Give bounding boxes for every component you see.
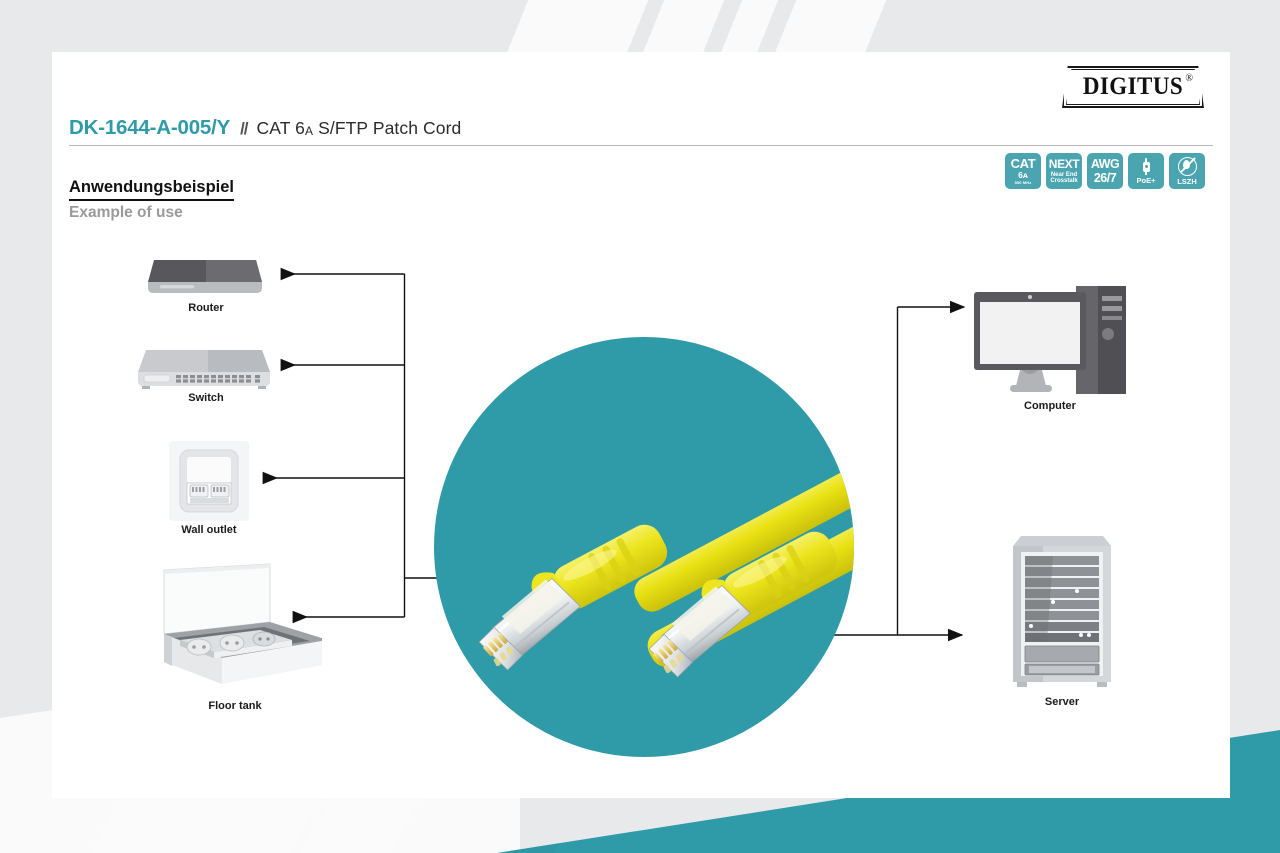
awg-badge: AWG 26/7 [1087, 153, 1123, 189]
digitus-logo: DIGITUS ® [1062, 66, 1204, 108]
wall-outlet-label: Wall outlet [181, 524, 237, 536]
switch-label: Switch [188, 392, 224, 404]
product-description: CAT 6A S/FTP Patch Cord [257, 118, 462, 139]
awg-badge-line2: 26/7 [1093, 170, 1117, 185]
product-description-subscript: A [305, 124, 314, 138]
cat-badge-line2: 6ᴀ [1018, 170, 1028, 180]
cat-badge: CAT 6ᴀ 500 MHz [1005, 153, 1041, 189]
title-divider [69, 145, 1213, 146]
wall-outlet-icon [169, 441, 249, 521]
product-description-post: S/FTP Patch Cord [313, 118, 462, 138]
content-card: DIGITUS ® DK-1644-A-005/Y // CAT 6A S/FT… [52, 52, 1230, 798]
patch-cord-illustration [478, 435, 854, 678]
floor-tank-label: Floor tank [208, 700, 262, 712]
product-description-pre: CAT 6 [256, 118, 306, 138]
computer-icon [974, 286, 1126, 394]
router-label: Router [188, 302, 224, 314]
poe-badge-label: PoE+ [1136, 175, 1156, 185]
poe-badge: PoE+ [1128, 153, 1164, 189]
section-heading-en: Example of use [69, 204, 183, 221]
awg-badge-line1: AWG [1090, 157, 1120, 171]
no-flame-icon [1177, 156, 1197, 176]
lszh-badge-label: LSZH [1177, 176, 1197, 186]
section-heading-de: Anwendungsbeispiel [69, 178, 235, 201]
next-badge: NEXT Near End Crosstalk [1046, 153, 1082, 189]
cat-badge-line3: 500 MHz [1014, 180, 1032, 185]
next-badge-line1: NEXT [1048, 156, 1080, 171]
logo-registered-mark: ® [1185, 73, 1193, 84]
product-sku: DK-1644-A-005/Y [69, 116, 231, 139]
computer-label: Computer [1024, 400, 1076, 412]
cat-badge-line1: CAT [1010, 156, 1036, 171]
title-separator: // [240, 119, 249, 138]
lszh-badge: LSZH [1169, 153, 1205, 189]
router-icon [148, 260, 262, 293]
floor-tank-icon [163, 563, 322, 684]
next-badge-line3: Crosstalk [1050, 178, 1078, 185]
next-badge-line2: Near End [1050, 171, 1078, 178]
plug-icon [1141, 157, 1152, 175]
server-icon [1013, 536, 1111, 687]
logo-wordmark: DIGITUS [1082, 73, 1184, 100]
switch-icon [138, 350, 270, 389]
feature-badge-group: CAT 6ᴀ 500 MHz NEXT Near End Crosstalk A… [1005, 153, 1205, 189]
application-diagram: Router [52, 52, 1230, 798]
product-title-row: DK-1644-A-005/Y // CAT 6A S/FTP Patch Co… [69, 116, 1213, 140]
server-label: Server [1044, 696, 1080, 708]
